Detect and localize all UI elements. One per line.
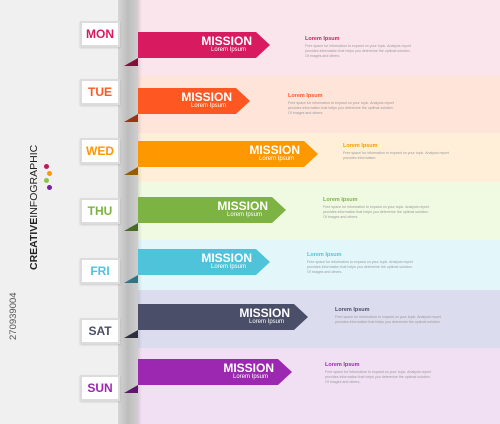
arrow-fold [124, 385, 138, 393]
description-body: Free space for information to expand on … [335, 315, 441, 324]
label-regular: INFOGRAPHIC [28, 144, 40, 218]
description-body: Free space for information to expand on … [325, 370, 431, 384]
arrow-fold [124, 167, 138, 175]
day-box-fri: FRI [80, 258, 120, 284]
day-box-wed: WED [80, 138, 120, 164]
day-box-sun: SUN [80, 375, 120, 401]
mission-subtitle: Lorem Ipsum [210, 264, 246, 270]
description-title: Lorem Ipsum [305, 36, 340, 42]
label-bold: CREATIVE [28, 217, 40, 270]
mission-title: MISSION [181, 90, 232, 104]
description-title: Lorem Ipsum [325, 362, 360, 368]
description-body: Free space for information to expand on … [305, 44, 411, 58]
day-box-tue: TUE [80, 79, 120, 105]
description-body: Free space for information to expand on … [307, 260, 413, 274]
day-box-sat: SAT [80, 318, 120, 344]
description-body: Free space for information to expand on … [343, 151, 449, 160]
mission-title: MISSION [201, 251, 252, 265]
day-box-thu: THU [80, 198, 120, 224]
stock-id: 270939004 [8, 292, 19, 340]
mission-subtitle: Lorem Ipsum [232, 374, 268, 380]
arrow-fold [124, 275, 138, 283]
description-body: Free space for information to expand on … [323, 205, 429, 219]
day-box-mon: MON [80, 21, 120, 47]
mission-title: MISSION [201, 34, 252, 48]
mission-title: MISSION [239, 306, 290, 320]
mission-subtitle: Lorem Ipsum [190, 103, 226, 109]
day-label: FRI [90, 264, 110, 278]
description-title: Lorem Ipsum [323, 197, 358, 203]
arrow-fold [124, 58, 138, 66]
description-title: Lorem Ipsum [335, 307, 370, 313]
day-label: WED [86, 144, 114, 158]
day-label: TUE [88, 85, 112, 99]
day-label: THU [87, 204, 113, 218]
description-title: Lorem Ipsum [307, 252, 342, 258]
arrow-fold [124, 114, 138, 122]
spine [118, 0, 138, 424]
description-title: Lorem Ipsum [288, 93, 323, 99]
mission-subtitle: Lorem Ipsum [226, 212, 262, 218]
mission-subtitle: Lorem Ipsum [210, 47, 246, 53]
color-dot [44, 164, 49, 169]
color-dot [44, 178, 49, 183]
mission-subtitle: Lorem Ipsum [248, 319, 284, 325]
mission-title: MISSION [249, 143, 300, 157]
description-body: Free space for information to expand on … [288, 101, 394, 115]
day-label: SUN [87, 381, 113, 395]
day-label: MON [86, 27, 114, 41]
mission-subtitle: Lorem Ipsum [258, 156, 294, 162]
description-title: Lorem Ipsum [343, 143, 378, 149]
arrow-fold [124, 330, 138, 338]
arrow-fold [124, 223, 138, 231]
color-dot [47, 185, 52, 190]
mission-title: MISSION [217, 199, 268, 213]
color-dot [47, 171, 52, 176]
day-label: SAT [88, 324, 112, 338]
mission-title: MISSION [223, 361, 274, 375]
creative-infographic-label: CREATIVEINFOGRAPHIC [28, 145, 40, 270]
